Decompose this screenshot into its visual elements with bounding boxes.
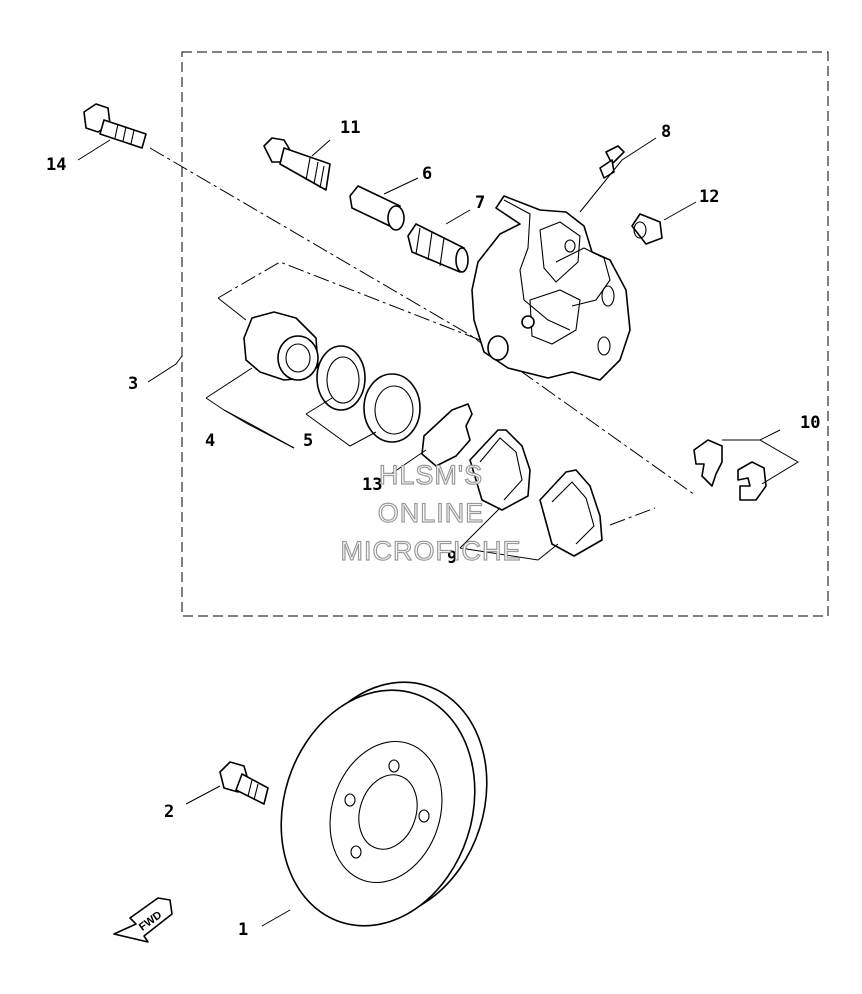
callout-14: 14 bbox=[46, 155, 66, 175]
callout-10: 10 bbox=[800, 413, 820, 433]
callout-7: 7 bbox=[475, 193, 485, 213]
part-10-pad-springs bbox=[693, 439, 767, 501]
watermark-line-3: MICROFICHE bbox=[341, 536, 522, 566]
callout-5: 5 bbox=[303, 431, 313, 451]
part-6-sleeve bbox=[349, 185, 405, 231]
callout-3: 3 bbox=[128, 374, 138, 394]
part-5-seals bbox=[316, 345, 421, 443]
fwd-direction-arrow: FWD bbox=[113, 897, 173, 943]
part-9-brake-pads bbox=[469, 429, 603, 557]
callout-2: 2 bbox=[164, 802, 174, 822]
leader-lines bbox=[77, 137, 799, 927]
part-1-brake-disc bbox=[280, 681, 488, 927]
part-4-piston bbox=[243, 311, 319, 381]
callout-4: 4 bbox=[205, 431, 215, 451]
caliper-assembly-boundary bbox=[181, 51, 829, 617]
part-7-boot bbox=[407, 223, 469, 273]
watermark-line-1: HLSM'S bbox=[379, 460, 483, 490]
part-11-bolt bbox=[263, 137, 331, 191]
callout-13: 13 bbox=[362, 475, 382, 495]
callout-1: 1 bbox=[238, 920, 248, 940]
callout-9: 9 bbox=[447, 548, 457, 568]
watermark-line-2: ONLINE bbox=[378, 498, 485, 528]
part-3-caliper-body bbox=[471, 195, 631, 381]
pad-axis-line bbox=[609, 507, 656, 526]
part-2-disc-bolt bbox=[219, 761, 269, 805]
watermark: HLSM'S ONLINE MICROFICHE bbox=[340, 459, 522, 566]
part-12-cap bbox=[631, 213, 663, 245]
callout-8: 8 bbox=[661, 122, 671, 142]
callout-11: 11 bbox=[340, 118, 360, 138]
part-8-bleed-screw bbox=[599, 145, 625, 179]
part-14-bolt bbox=[83, 103, 147, 149]
part-13-shim bbox=[421, 403, 473, 467]
callout-12: 12 bbox=[699, 187, 719, 207]
bolt-axis-line bbox=[149, 147, 696, 496]
callout-6: 6 bbox=[422, 164, 432, 184]
